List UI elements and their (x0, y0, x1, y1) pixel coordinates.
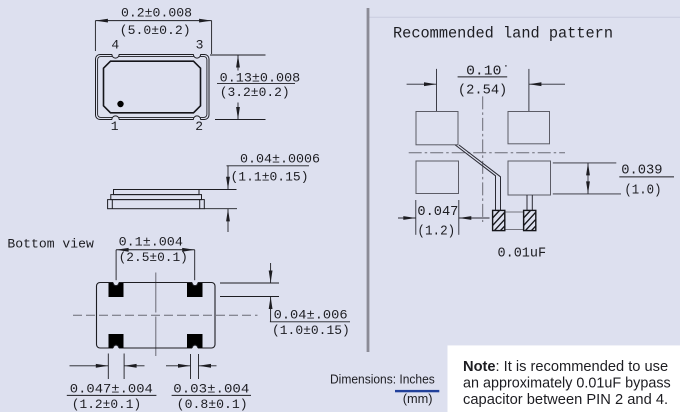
svg-text:0.04±.006: 0.04±.006 (274, 308, 348, 323)
svg-text:(0.8±0.1): (0.8±0.1) (177, 397, 248, 412)
svg-text:(1.2±0.1): (1.2±0.1) (72, 397, 141, 412)
svg-text:(1.2): (1.2) (417, 223, 455, 239)
svg-text:0.04±.0006: 0.04±.0006 (240, 152, 320, 167)
svg-text:0.039: 0.039 (621, 164, 662, 179)
svg-text:(2.54): (2.54) (458, 83, 507, 99)
svg-text:(3.2±0.2): (3.2±0.2) (220, 85, 290, 100)
svg-text:0.047: 0.047 (417, 205, 458, 220)
svg-text:(2.5±0.1): (2.5±0.1) (119, 250, 188, 265)
svg-text:4: 4 (111, 38, 119, 53)
svg-text:2: 2 (195, 119, 203, 134)
svg-text:(mm): (mm) (403, 391, 433, 406)
svg-text:an approximately 0.01uF bypass: an approximately 0.01uF bypass (463, 376, 671, 392)
svg-text:Note: It is recommended to use: Note: It is recommended to use (463, 359, 668, 375)
svg-text:1: 1 (111, 119, 119, 134)
svg-text:Dimensions: Inches: Dimensions: Inches (330, 371, 435, 386)
svg-text:0.01uF: 0.01uF (498, 246, 547, 261)
svg-text:0.03±.004: 0.03±.004 (173, 381, 249, 396)
svg-text:(5.0±0.2): (5.0±0.2) (120, 23, 191, 38)
svg-text:0.13±0.008: 0.13±0.008 (220, 71, 301, 86)
svg-text:Bottom view: Bottom view (7, 237, 94, 252)
svg-text:0.047±.004: 0.047±.004 (70, 381, 153, 396)
svg-text:0.10: 0.10 (466, 64, 501, 79)
svg-text:Recommended land pattern: Recommended land pattern (393, 25, 613, 43)
svg-text:(1.1±0.15): (1.1±0.15) (231, 169, 309, 184)
svg-text:3: 3 (196, 38, 204, 53)
svg-text:0.2±0.008: 0.2±0.008 (121, 6, 192, 21)
svg-text:(1.0): (1.0) (624, 182, 661, 198)
svg-text:0.1±.004: 0.1±.004 (119, 234, 183, 249)
svg-text:(1.0±0.15): (1.0±0.15) (272, 323, 350, 338)
svg-text:capacitor between PIN 2 and 4.: capacitor between PIN 2 and 4. (463, 392, 668, 408)
